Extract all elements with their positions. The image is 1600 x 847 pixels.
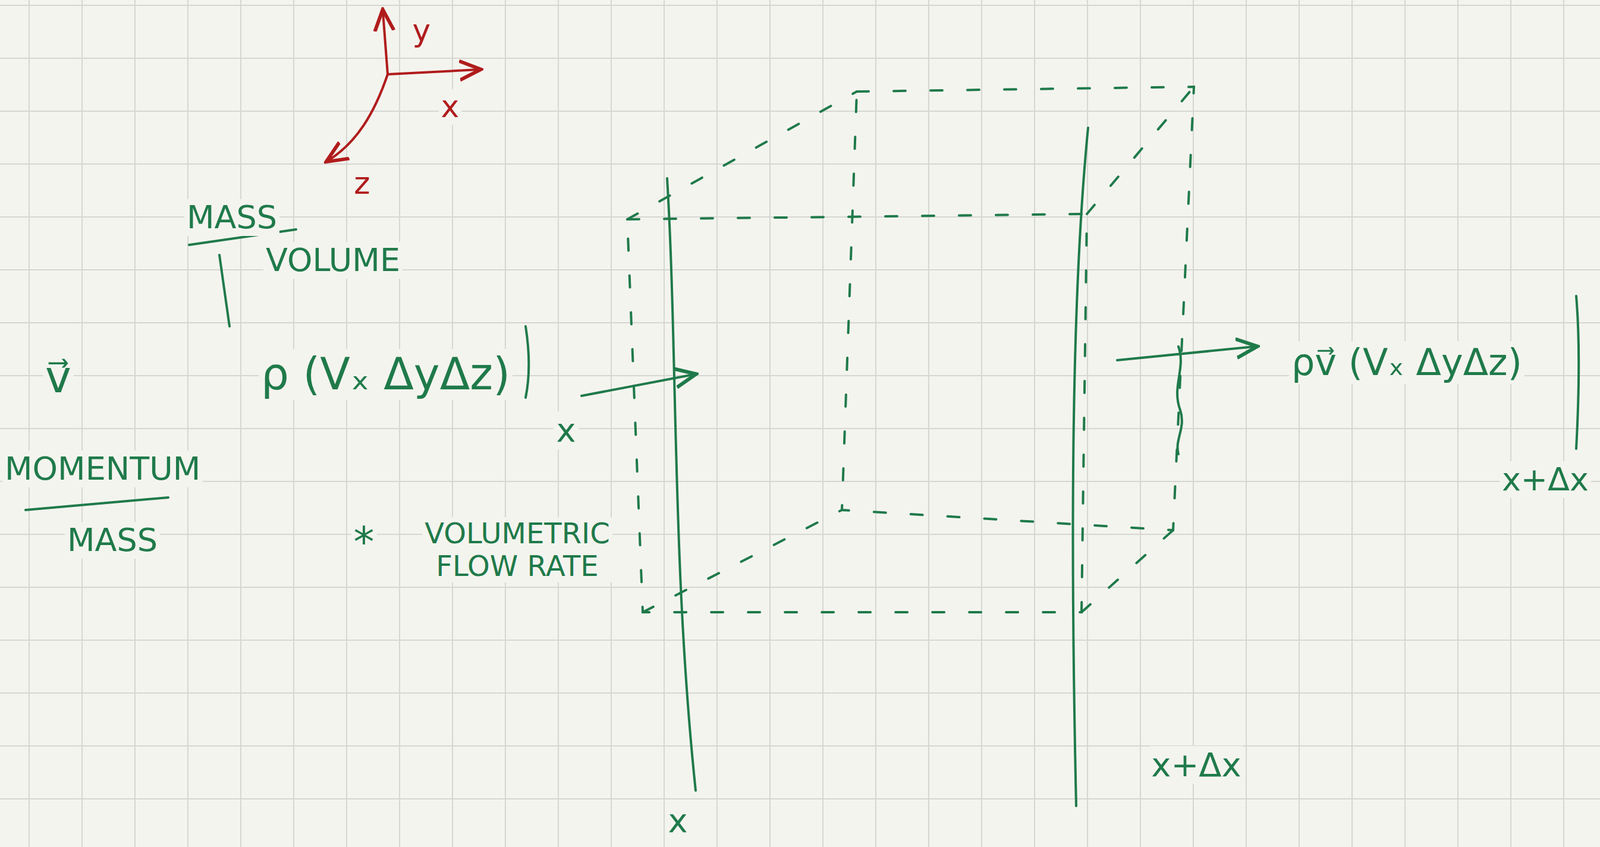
evaluation-bar	[1576, 296, 1579, 449]
evaluation-bar	[525, 326, 529, 398]
symbol: v⃗	[42, 351, 74, 403]
evaluation-point: x	[553, 411, 578, 450]
note: VOLUMETRIC FLOW RATE	[422, 517, 612, 583]
axes	[328, 11, 479, 161]
flux-expression: ρ (Vₓ ΔyΔz)	[258, 349, 513, 400]
control-volume	[627, 86, 1194, 613]
flux-arrow	[1117, 346, 1256, 361]
face-x-dx	[1073, 127, 1089, 807]
fraction-top: MOMENTUM	[2, 450, 203, 488]
squiggle	[1177, 346, 1183, 455]
flux-expression: ρv⃗ (Vₓ ΔyΔz)	[1289, 341, 1525, 384]
axis-label: x	[438, 89, 462, 125]
face-label: x+Δx	[1148, 746, 1244, 785]
fraction-top: MASS	[184, 199, 280, 237]
axis-label: z	[351, 165, 373, 202]
flux-arrow	[581, 374, 694, 396]
asterisk: *	[351, 518, 377, 567]
leader-line	[219, 255, 230, 327]
face-x	[667, 178, 696, 791]
evaluation-point: x+Δx	[1499, 461, 1592, 499]
axis-label: y	[410, 13, 434, 49]
fraction-bottom: VOLUME	[263, 241, 403, 279]
fraction-bottom: MASS	[64, 522, 160, 559]
fraction-line	[25, 497, 169, 511]
face-label: x	[665, 802, 690, 841]
